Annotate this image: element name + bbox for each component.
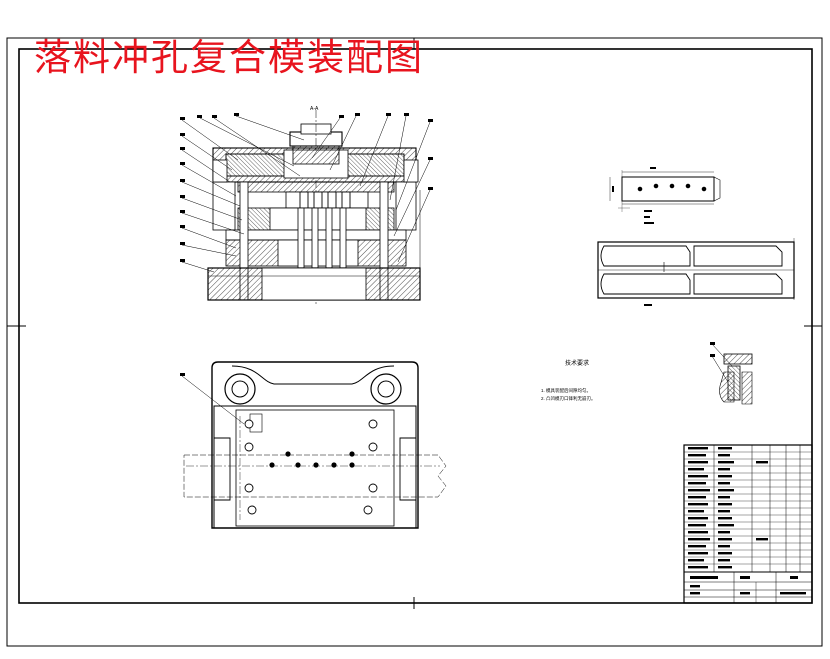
strip-layout-view [597, 238, 795, 300]
notes-heading: 技术要求 [565, 361, 590, 367]
part-detail-marks [612, 167, 656, 224]
outer-frame [6, 37, 823, 647]
notes-line-2: 2. 凸凹模刃口锋利无崩刃。 [541, 396, 596, 401]
section-leaders [181, 115, 431, 273]
notes-line-1: 1. 模具装配后间隙均匀。 [541, 388, 592, 393]
section-view [207, 110, 421, 305]
title-block-entries [690, 576, 806, 595]
section-label: A-A [310, 106, 319, 112]
parts-list-rows [684, 451, 812, 565]
plan-leader [181, 375, 245, 425]
section-detail-tags [710, 342, 715, 357]
plan-pierce-holes [269, 451, 355, 468]
drawing-title: 落料冲孔复合模装配图 [34, 38, 424, 79]
part-detail-view [609, 170, 721, 212]
parts-list-entries [688, 447, 768, 569]
section-detail-view [711, 343, 753, 405]
strip-label [644, 304, 652, 306]
plan-view [183, 361, 447, 529]
plan-bolt-holes [244, 419, 378, 515]
title-block [684, 571, 812, 603]
center-marks [7, 38, 822, 609]
section-item-tags [180, 113, 433, 262]
plan-leader-tag [180, 373, 185, 376]
